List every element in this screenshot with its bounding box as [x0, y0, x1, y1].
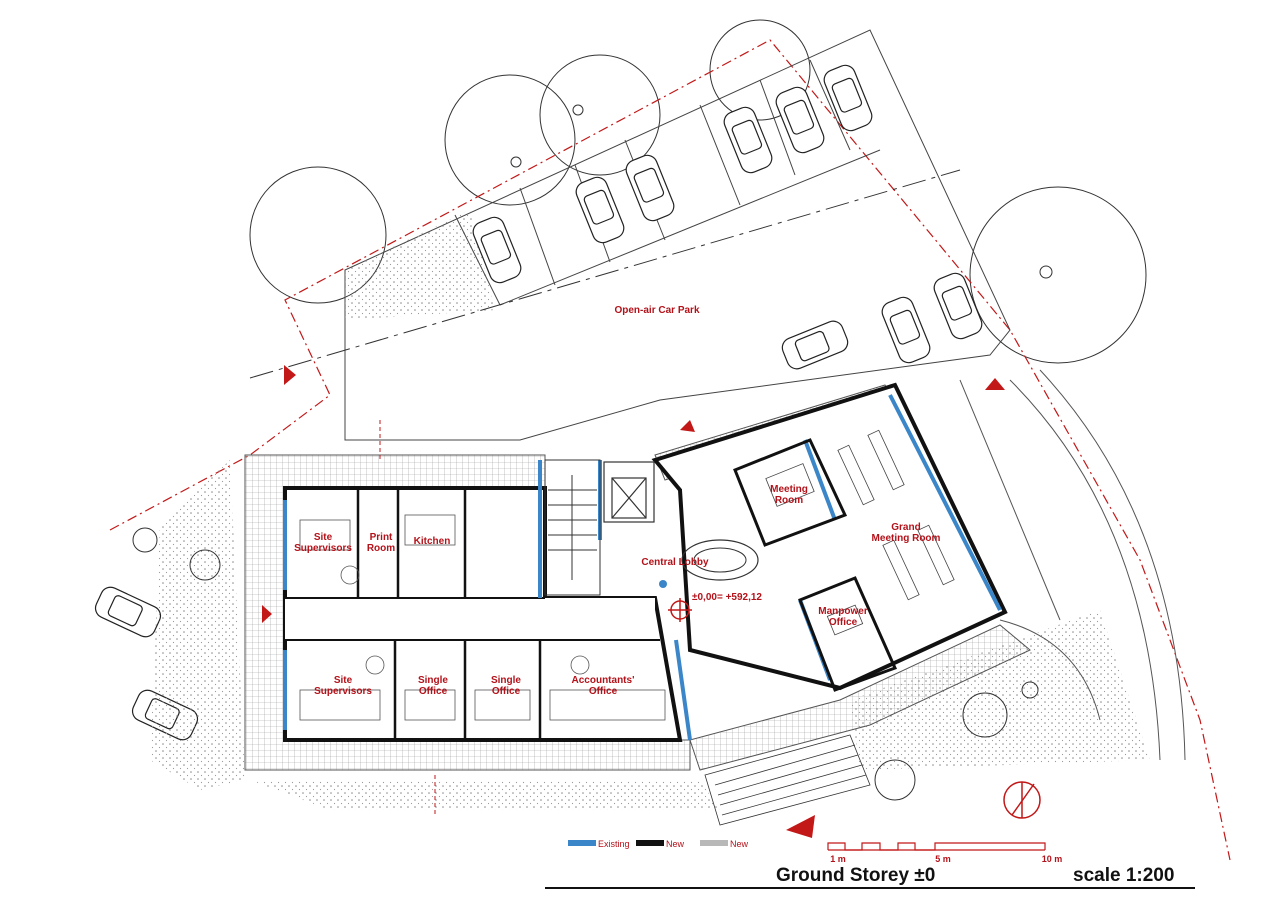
exterior-stairs: [704, 734, 871, 826]
car-icon: [823, 64, 873, 132]
car-icon: [94, 586, 162, 638]
plant-icon: [189, 549, 221, 581]
terrain-right: [850, 610, 1150, 770]
tree-icon: [444, 74, 576, 206]
legend-swatch-new-grey: [700, 840, 728, 846]
legend-label-new-grey: New: [730, 839, 749, 849]
car-icon: [723, 106, 773, 174]
car-icon: [625, 154, 675, 222]
room-label-central-lobby: Central Lobby: [641, 557, 709, 568]
drawing-scale: scale 1:200: [1073, 865, 1174, 886]
car-icon: [775, 86, 825, 154]
legend-swatch-new-black: [636, 840, 664, 846]
car-icon: [575, 176, 625, 244]
legend-label-new-black: New: [666, 839, 685, 849]
room-label-accountants-office: Accountants'Office: [572, 675, 635, 697]
tree-icon: [539, 54, 661, 176]
carpark-label: Open-air Car Park: [614, 305, 699, 316]
car-icon: [781, 320, 849, 370]
plant-icon: [1021, 681, 1039, 699]
plants: [132, 527, 1039, 801]
legend: Existing New New: [568, 839, 749, 849]
car-icon: [881, 296, 931, 364]
tree-icon: [969, 186, 1147, 364]
entrance-arrows: [262, 365, 1005, 838]
ramp: [959, 369, 1186, 761]
north-arrow-icon: [1003, 781, 1041, 819]
trees: [249, 19, 1147, 364]
room-label-kitchen: Kitchen: [414, 536, 451, 547]
terrain-left: [150, 460, 245, 790]
drawing-title: Ground Storey ±0: [776, 865, 935, 886]
scale-bar: 1 m 5 m 10 m: [827, 842, 1063, 864]
level-mark: ±0,00= +592,12: [692, 592, 762, 603]
stair-core: [544, 459, 601, 596]
site-boundary: [109, 39, 1231, 861]
tree-icon: [249, 166, 387, 304]
scale-label-5m: 5 m: [935, 854, 951, 864]
scale-label-1m: 1 m: [830, 854, 846, 864]
title-block: Ground Storey ±0 scale 1:200: [545, 865, 1195, 889]
tree-icon: [709, 19, 811, 121]
plant-icon: [962, 692, 1008, 738]
terrain-bottom: [250, 780, 720, 810]
plant-icon: [132, 527, 158, 553]
legend-label-existing: Existing: [598, 839, 630, 849]
car-icon: [933, 272, 983, 340]
building: [283, 382, 1008, 742]
legend-swatch-existing: [568, 840, 596, 846]
car-icon: [472, 216, 522, 284]
car-park: Open-air Car Park: [94, 29, 1011, 741]
plant-icon: [874, 759, 916, 801]
lift: [603, 461, 655, 523]
scale-label-10m: 10 m: [1042, 854, 1063, 864]
